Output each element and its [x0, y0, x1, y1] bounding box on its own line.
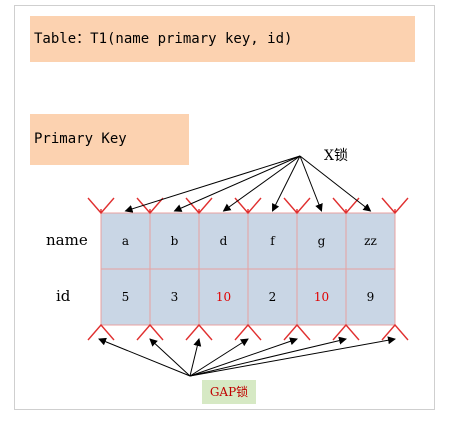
- name-value: f: [270, 234, 276, 248]
- name-cell: [100, 212, 151, 270]
- name-value: g: [318, 234, 326, 248]
- gap-mark-top: [234, 197, 262, 215]
- primary-key-label: Primary Key: [30, 114, 189, 165]
- name-cell: [198, 212, 249, 270]
- gap-mark-top: [381, 197, 409, 215]
- name-cell: [345, 212, 396, 270]
- id-value: 5: [122, 290, 130, 304]
- x-lock-arrow: [299, 155, 372, 212]
- id-value: 10: [216, 290, 231, 304]
- id-value: 9: [367, 290, 375, 304]
- gap-mark-bottom: [136, 323, 164, 341]
- gap-mark-bottom: [234, 323, 262, 341]
- gap-mark-top: [185, 197, 213, 215]
- name-value: a: [122, 234, 129, 248]
- name-value: zz: [364, 234, 377, 248]
- name-cell: [149, 212, 200, 270]
- id-value: 3: [171, 290, 179, 304]
- gap-lock-arrow: [189, 338, 249, 377]
- gap-mark-bottom: [332, 323, 360, 341]
- id-cell: [296, 268, 347, 326]
- gap-mark-top: [332, 197, 360, 215]
- gap-mark-bottom: [185, 323, 213, 341]
- gap-lock-label: GAP锁: [202, 380, 256, 404]
- gap-mark-bottom: [87, 323, 115, 341]
- gap-mark-bottom: [283, 323, 311, 341]
- gap-mark-bottom: [381, 323, 409, 341]
- x-lock-arrow: [173, 155, 301, 212]
- row-label-name: name: [46, 231, 88, 249]
- row-label-id: id: [56, 287, 71, 305]
- gap-lock-arrow: [189, 338, 202, 377]
- name-value: d: [220, 234, 228, 248]
- gap-mark-top: [136, 197, 164, 215]
- x-lock-label: X锁: [324, 148, 348, 164]
- name-value: b: [171, 234, 179, 248]
- id-value: 10: [314, 290, 329, 304]
- gap-mark-top: [283, 197, 311, 215]
- gap-lock-arrow: [189, 336, 396, 377]
- gap-lock-arrow: [149, 338, 191, 377]
- x-lock-arrow: [272, 155, 301, 212]
- x-lock-arrow: [299, 155, 323, 212]
- gap-lock-arrow: [189, 336, 347, 377]
- name-cell: [247, 212, 298, 270]
- x-lock-arrow: [222, 155, 301, 212]
- id-value: 2: [269, 290, 277, 304]
- table-title: Table：T1(name primary key, id): [30, 16, 415, 62]
- gap-lock-arrow: [98, 337, 191, 377]
- x-lock-arrow: [124, 155, 301, 213]
- gap-mark-top: [87, 197, 115, 215]
- gap-lock-arrow: [189, 337, 298, 377]
- id-cell: [345, 268, 396, 326]
